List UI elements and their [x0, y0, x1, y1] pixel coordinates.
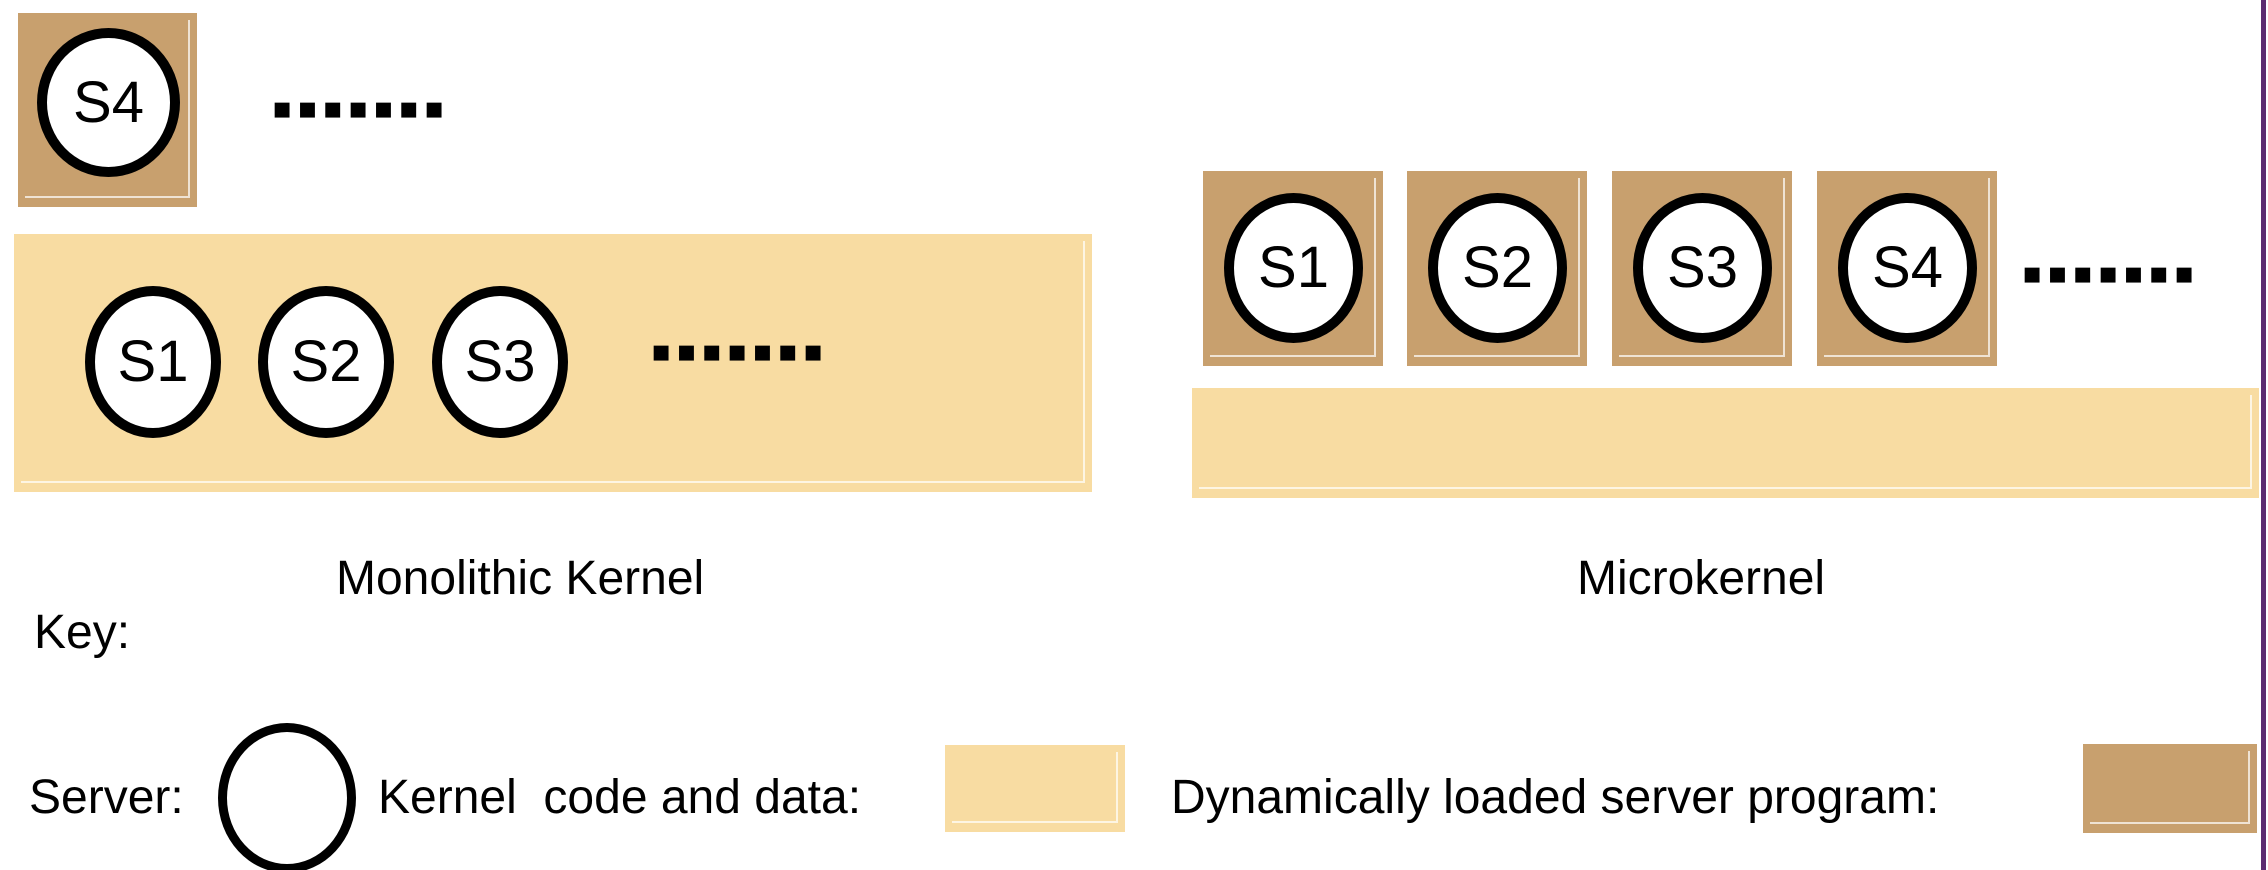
- microkernel-server-box-2: S2: [1407, 171, 1587, 366]
- server-circle-s4: S4: [37, 28, 180, 177]
- server-circle-s4: S4: [1838, 193, 1977, 343]
- server-label: S4: [73, 69, 144, 135]
- server-circle-s3: S3: [432, 286, 568, 438]
- ellipsis-dots-top: ▪▪▪▪▪▪▪: [272, 91, 450, 126]
- key-server-circle: [218, 723, 356, 870]
- microkernel-server-box-3: S3: [1612, 171, 1792, 366]
- ellipsis-dots-monolithic: ▪▪▪▪▪▪▪: [651, 334, 829, 369]
- monolithic-kernel-title: Monolithic Kernel: [336, 552, 705, 605]
- server-label: S2: [290, 329, 362, 394]
- server-circle-s2: S2: [258, 286, 394, 438]
- key-kernel-swatch: [945, 745, 1125, 832]
- server-label: S3: [464, 329, 536, 394]
- server-label: S1: [117, 329, 189, 394]
- box-highlight: [952, 752, 1118, 823]
- key-dynamic-swatch: [2083, 744, 2257, 833]
- server-circle-s3: S3: [1633, 193, 1772, 343]
- box-highlight: [2090, 751, 2250, 824]
- key-dynamic-label: Dynamically loaded server program:: [1171, 771, 1940, 824]
- microkernel-server-box-1: S1: [1203, 171, 1383, 366]
- server-label: S1: [1258, 235, 1329, 300]
- server-label: S2: [1462, 235, 1533, 300]
- box-highlight: [1199, 395, 2252, 489]
- server-circle-s2: S2: [1428, 193, 1567, 343]
- key-kernel-label: Kernel code and data:: [378, 771, 862, 824]
- server-label: S3: [1667, 235, 1738, 300]
- key-heading: Key:: [34, 606, 131, 659]
- key-server-label: Server:: [29, 771, 184, 824]
- ellipsis-dots-microkernel: ▪▪▪▪▪▪▪: [2022, 256, 2200, 291]
- server-circle-s1: S1: [1224, 193, 1363, 343]
- server-circle-s1: S1: [85, 286, 221, 438]
- microkernel-title: Microkernel: [1577, 552, 1826, 605]
- monolithic-dynamic-server-box: S4: [18, 13, 197, 207]
- server-label: S4: [1872, 235, 1943, 300]
- microkernel-server-box-4: S4: [1817, 171, 1997, 366]
- right-edge-line: [2261, 0, 2266, 870]
- monolithic-kernel-rect: S1 S2 S3 ▪▪▪▪▪▪▪: [14, 234, 1092, 492]
- microkernel-kernel-rect: [1192, 388, 2259, 498]
